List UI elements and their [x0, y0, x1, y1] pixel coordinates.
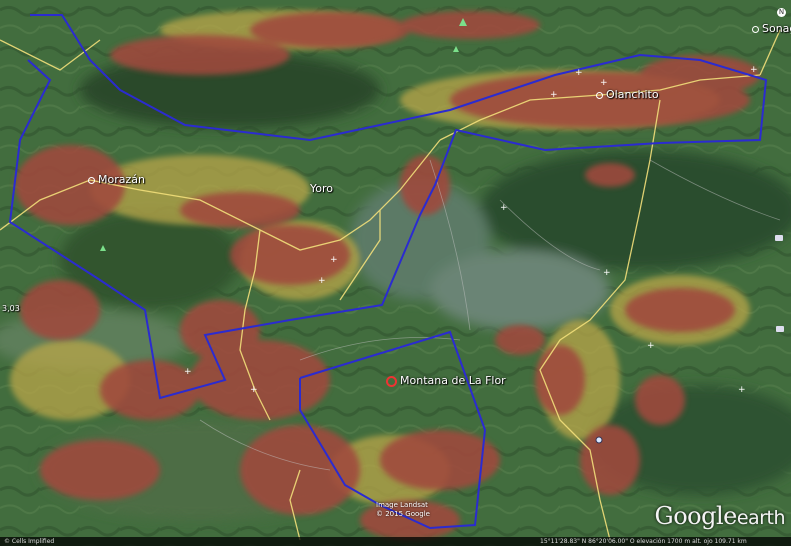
poi-marker — [775, 235, 783, 241]
logo-main: Google — [654, 502, 738, 530]
place-dot-icon — [596, 91, 603, 99]
poi-marker — [776, 326, 784, 332]
tree-marker — [453, 46, 459, 52]
place-dot-icon — [88, 176, 95, 184]
edge-label: 3,03 — [2, 304, 20, 313]
svg-text:+: + — [603, 268, 611, 278]
imagery-credit: Image Landsat © 2015 Google — [376, 501, 430, 519]
svg-text:+: + — [575, 68, 583, 78]
poi-marker — [595, 436, 603, 444]
place-label-morazan[interactable]: Morazán — [88, 173, 145, 186]
svg-text:+: + — [318, 276, 326, 286]
place-label-yoro[interactable]: Yoro — [310, 182, 333, 195]
map-markers: + + + + + + + + + + + + — [184, 65, 758, 395]
status-coordinates: 15°11'28.83" N 86°20'06.00" O elevación … — [540, 538, 747, 545]
imagery-copyright: © 2015 Google — [376, 510, 430, 518]
overlay-red — [15, 11, 760, 540]
tree-marker — [459, 18, 467, 26]
svg-text:+: + — [330, 255, 338, 265]
google-earth-logo: Googleearth — [654, 502, 786, 530]
region-south — [299, 330, 487, 530]
svg-text:+: + — [550, 90, 558, 100]
status-attribution: © Cells Implified — [4, 538, 55, 545]
svg-text:+: + — [600, 78, 608, 88]
svg-text:+: + — [738, 385, 746, 395]
region-north — [8, 14, 768, 400]
place-label-montana[interactable]: Montana de La Flor — [386, 374, 506, 387]
logo-sub: earth — [736, 507, 786, 529]
location-pin-icon — [386, 375, 397, 387]
svg-text:+: + — [184, 367, 192, 377]
tree-marker — [100, 245, 106, 251]
imagery-source: Image Landsat — [376, 501, 428, 509]
svg-text:+: + — [250, 385, 258, 395]
region-outlines — [8, 14, 768, 530]
svg-text:+: + — [750, 65, 758, 75]
svg-text:+: + — [647, 341, 655, 351]
place-label-olanchito[interactable]: Olanchito — [596, 88, 659, 101]
status-bar: © Cells Implified 15°11'28.83" N 86°20'0… — [0, 537, 791, 546]
place-label-sonaguera[interactable]: Sonagu — [752, 22, 791, 35]
compass-north-icon[interactable]: N — [777, 8, 786, 17]
place-dot-icon — [752, 25, 759, 33]
svg-text:+: + — [500, 203, 508, 213]
